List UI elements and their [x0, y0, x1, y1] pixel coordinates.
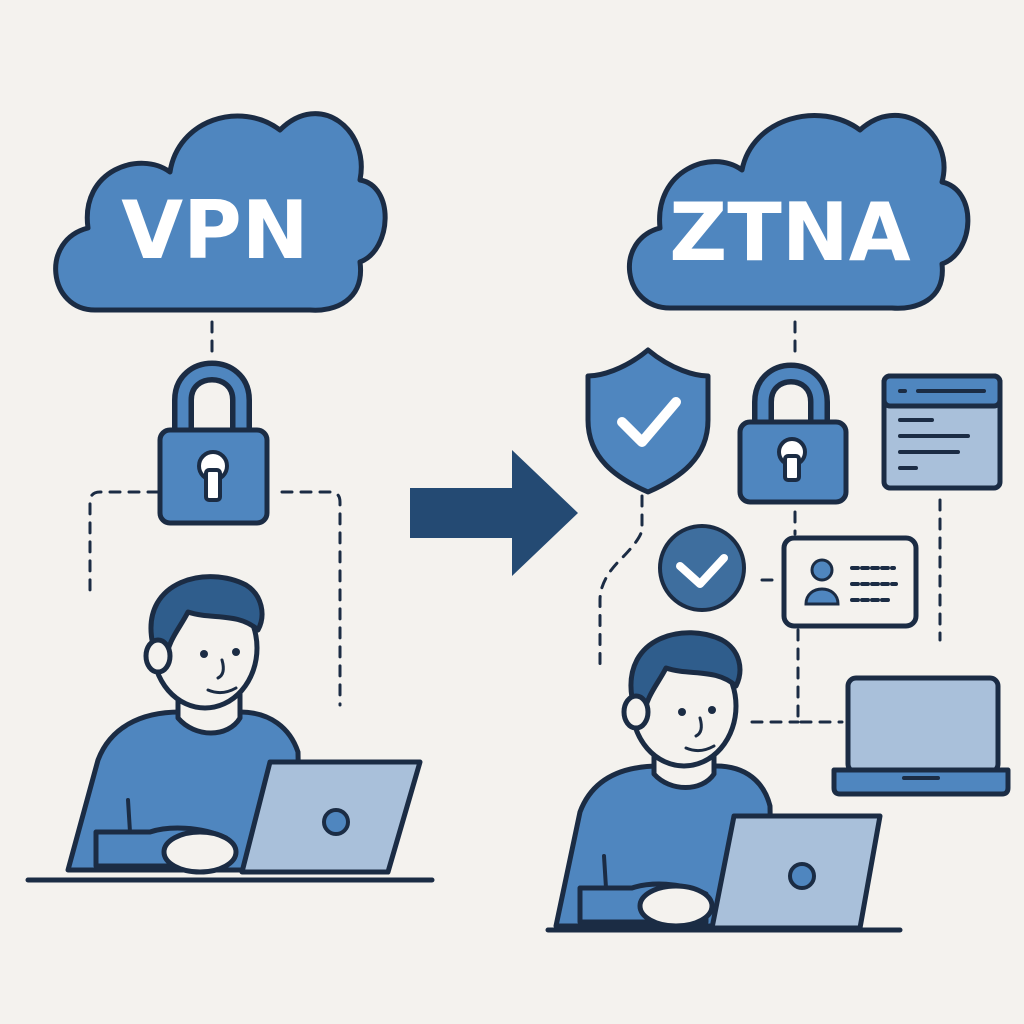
vpn-cloud-icon: VPN: [53, 111, 388, 313]
ztna-link-shield: [598, 494, 644, 668]
ztna-laptop-icon: [709, 813, 883, 931]
vpn-link-right: [280, 490, 342, 707]
verified-badge-icon: [658, 524, 746, 612]
vpn-laptop-icon: [239, 759, 423, 875]
vpn-user-icon: [65, 574, 303, 875]
arrow-right-icon: [410, 450, 578, 576]
ztna-cloud-label: ZTNA: [669, 186, 911, 279]
ztna-cloud-icon: ZTNA: [626, 112, 971, 311]
vpn-cloud-label: VPN: [121, 184, 309, 277]
ztna-device-laptop-icon: [831, 675, 1011, 797]
id-card-icon: [781, 535, 919, 629]
shield-check-icon: [585, 347, 711, 495]
vpn-link-left: [88, 490, 160, 592]
browser-window-icon: [881, 373, 1003, 491]
ztna-link-card-laptop: [796, 628, 844, 724]
vpn-padlock-icon: [157, 360, 270, 526]
ztna-padlock-icon: [737, 362, 849, 505]
